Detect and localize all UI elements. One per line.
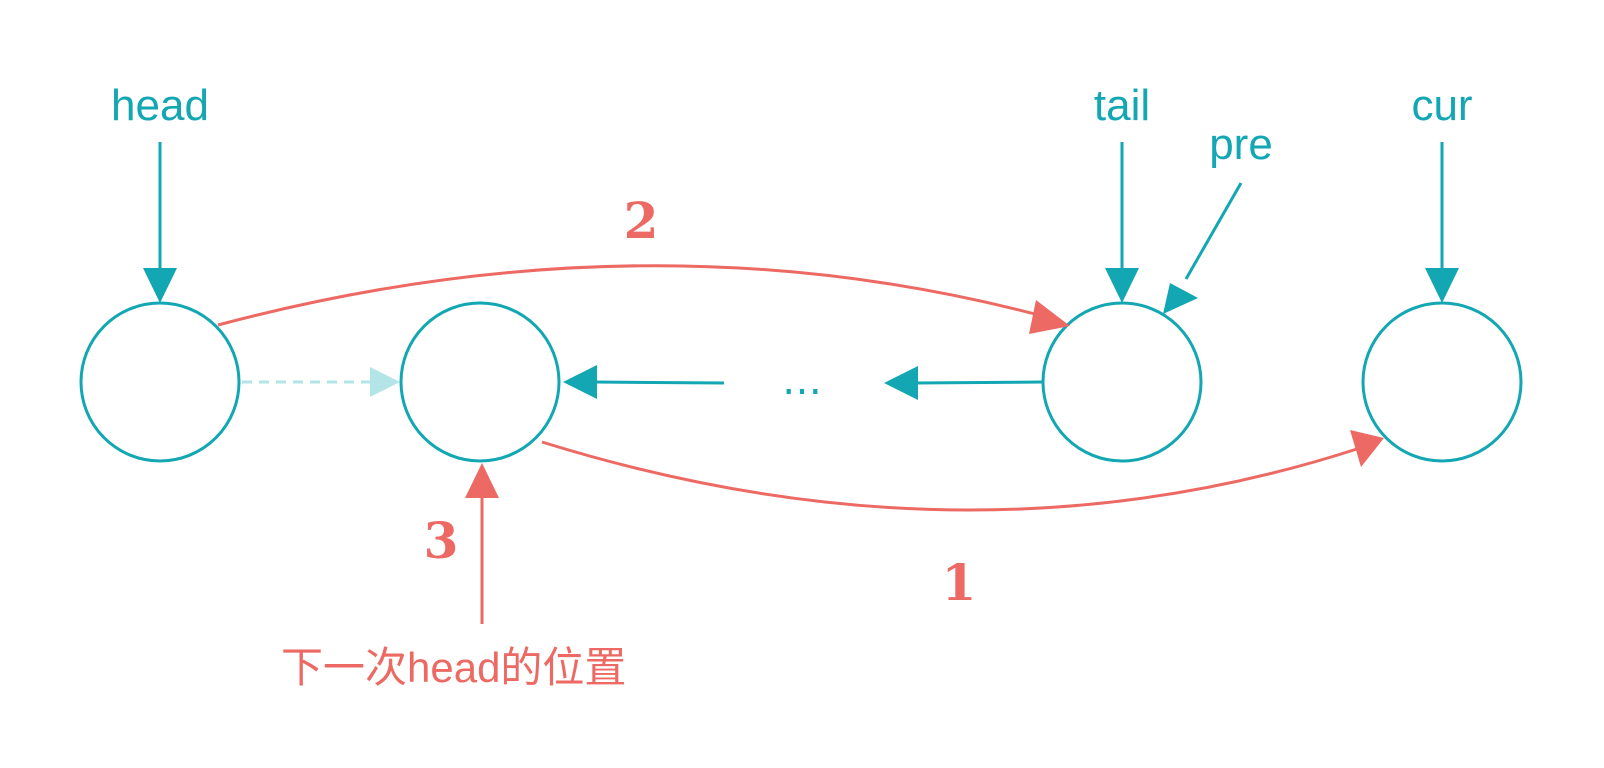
label-pre: pre [1209,120,1273,169]
step-3-arrow [465,463,499,624]
pre-pointer-arrow [1163,182,1243,314]
reverse-link-arrow-2 [563,365,725,399]
tail-pointer-arrow [1105,142,1139,303]
label-head: head [111,81,209,130]
step-3-label: 3 [424,511,459,570]
step-2-label: 2 [624,191,659,250]
node-tail [1041,301,1203,463]
head-pointer-arrow [143,142,177,303]
node-cur [1361,301,1523,463]
ellipsis: … [782,358,822,404]
old-link-dashed-arrow [242,367,400,397]
step-1-arrow [541,430,1384,512]
node-head [79,301,241,463]
cur-pointer-arrow [1425,142,1459,303]
step-1-label: 1 [942,553,977,612]
step-2-arrow [217,264,1070,334]
next-head-position-label: 下一次head的位置 [281,644,626,691]
label-cur: cur [1411,81,1472,130]
node-second [399,301,561,463]
reverse-link-arrow [884,366,1044,400]
label-tail: tail [1094,81,1150,130]
